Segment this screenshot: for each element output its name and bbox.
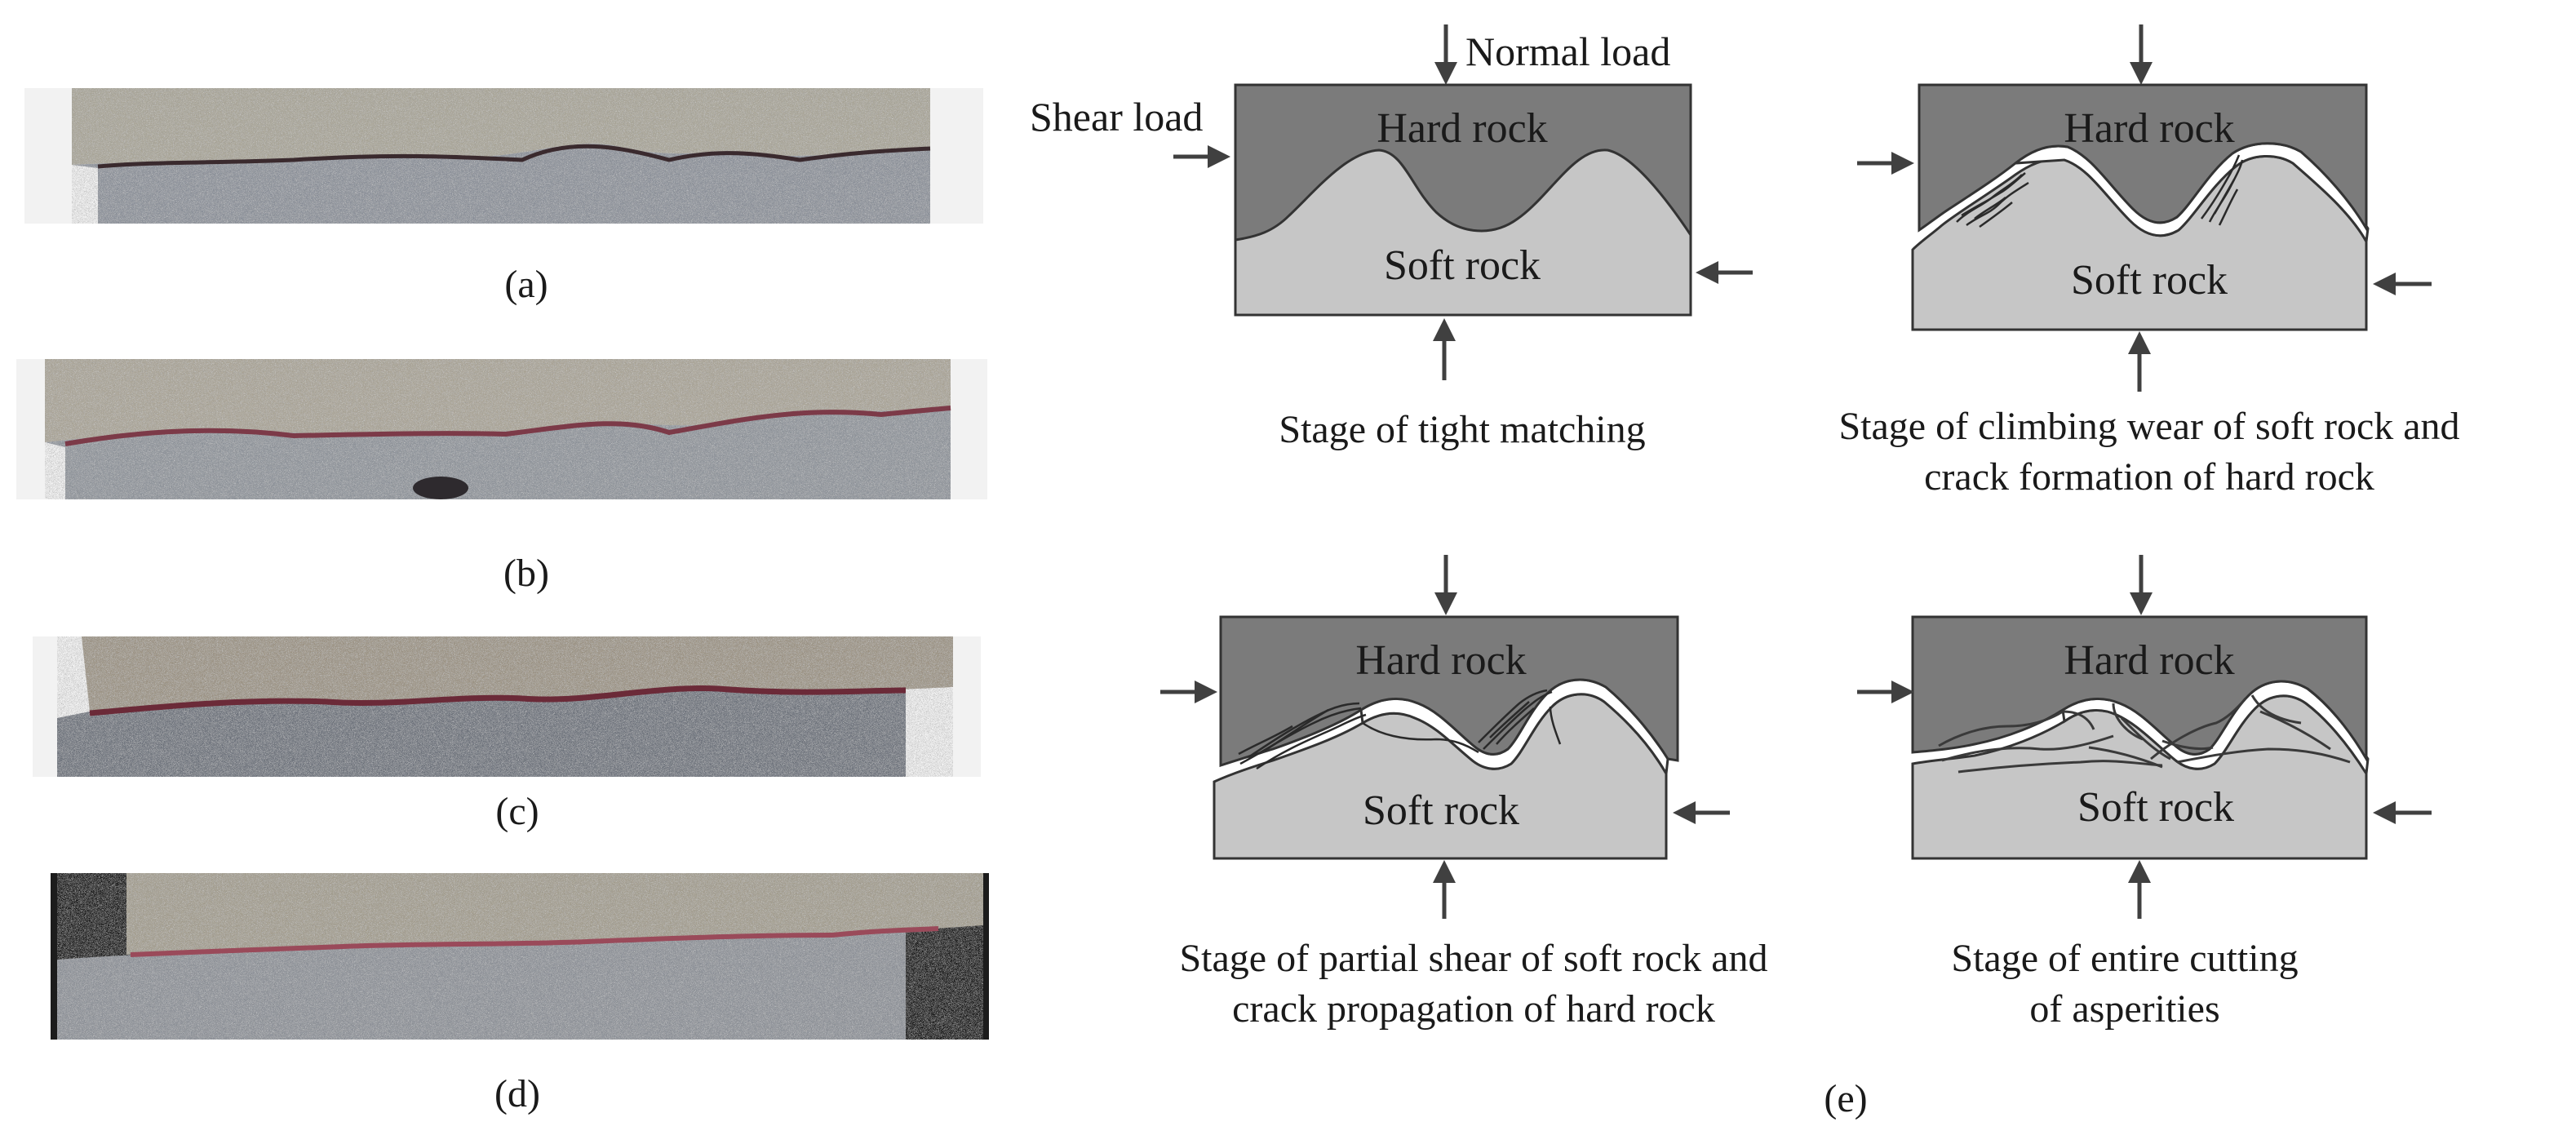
shear-load-arrow-left [1857, 681, 1914, 703]
hard-rock-label: Hard rock [2064, 637, 2234, 684]
stage-entire-cutting-diagram: Hard rock Soft rock [1857, 555, 2432, 919]
soft-rock-label: Soft rock [2071, 257, 2228, 304]
photo-d [51, 873, 989, 1040]
stage-2-caption-line-1: Stage of climbing wear of soft rock and [1838, 405, 2459, 448]
stage-3-caption-line-2: crack propagation of hard rock [1232, 987, 1715, 1031]
normal-load-arrow-top [2130, 24, 2153, 85]
normal-load-label: Normal load [1465, 29, 1670, 74]
shear-load-arrow-right [1673, 801, 1730, 824]
photo-c [33, 636, 981, 777]
photo-d-caption: (d) [494, 1072, 540, 1115]
normal-load-arrow-bottom [2128, 860, 2151, 919]
hard-rock-label: Hard rock [1355, 637, 1526, 684]
soft-rock-label: Soft rock [1363, 787, 1519, 834]
photo-b-caption: (b) [503, 552, 549, 595]
crack-cluster-left [1956, 172, 2029, 228]
hard-rock-block [1918, 83, 2368, 233]
stage-1-caption-line-1: Stage of tight matching [1279, 408, 1645, 451]
hard-rock-block [1234, 83, 1692, 242]
stage-4-caption-line-2: of asperities [2029, 987, 2219, 1031]
shear-load-arrow-right [2373, 801, 2432, 824]
hard-rock-label: Hard rock [1377, 105, 1547, 152]
stage-climbing-wear-diagram: Hard rock Soft rock [1857, 24, 2432, 392]
shear-load-arrow-left [1857, 152, 1914, 175]
shear-load-arrow-right [1696, 261, 1753, 284]
soft-rock-shear-lines [1362, 706, 1562, 754]
normal-load-arrow-bottom [1433, 318, 1456, 380]
stage-4-caption-line-1: Stage of entire cutting [1951, 937, 2298, 980]
stage-3-caption-line-1: Stage of partial shear of soft rock and [1179, 937, 1767, 980]
stage-tight-matching-diagram: Hard rock Soft rock Normal load Shear lo… [1030, 24, 1753, 380]
photo-c-caption: (c) [495, 790, 539, 833]
stage-2-caption-line-2: crack formation of hard rock [1924, 455, 2374, 499]
normal-load-arrow-top [1434, 24, 1457, 85]
crack-set-right [1478, 689, 1553, 750]
normal-load-arrow-top [1434, 555, 1457, 615]
photo-b [16, 359, 987, 499]
hard-rock-block [1219, 615, 1679, 768]
shear-load-label: Shear load [1030, 94, 1203, 140]
normal-load-arrow-top [2130, 555, 2153, 615]
photo-a [24, 88, 983, 224]
photo-a-caption: (a) [504, 263, 548, 306]
stage-partial-shear-diagram: Hard rock Soft rock [1160, 555, 1730, 919]
soft-rock-fractures [1941, 710, 2351, 774]
shear-load-arrow-left [1160, 681, 1217, 703]
shear-load-arrow-left [1173, 145, 1230, 168]
normal-load-arrow-bottom [1433, 860, 1456, 919]
hard-rock-label: Hard rock [2064, 105, 2234, 152]
soft-rock-label: Soft rock [1384, 242, 1541, 289]
figure-e-caption: (e) [1824, 1077, 1867, 1120]
soft-rock-label: Soft rock [2077, 784, 2234, 831]
shear-load-arrow-right [2373, 273, 2432, 295]
hard-rock-fractures [1938, 694, 2302, 760]
crack-set-left [1238, 702, 1367, 770]
normal-load-arrow-bottom [2128, 331, 2151, 392]
crack-cluster-right [2200, 154, 2244, 226]
